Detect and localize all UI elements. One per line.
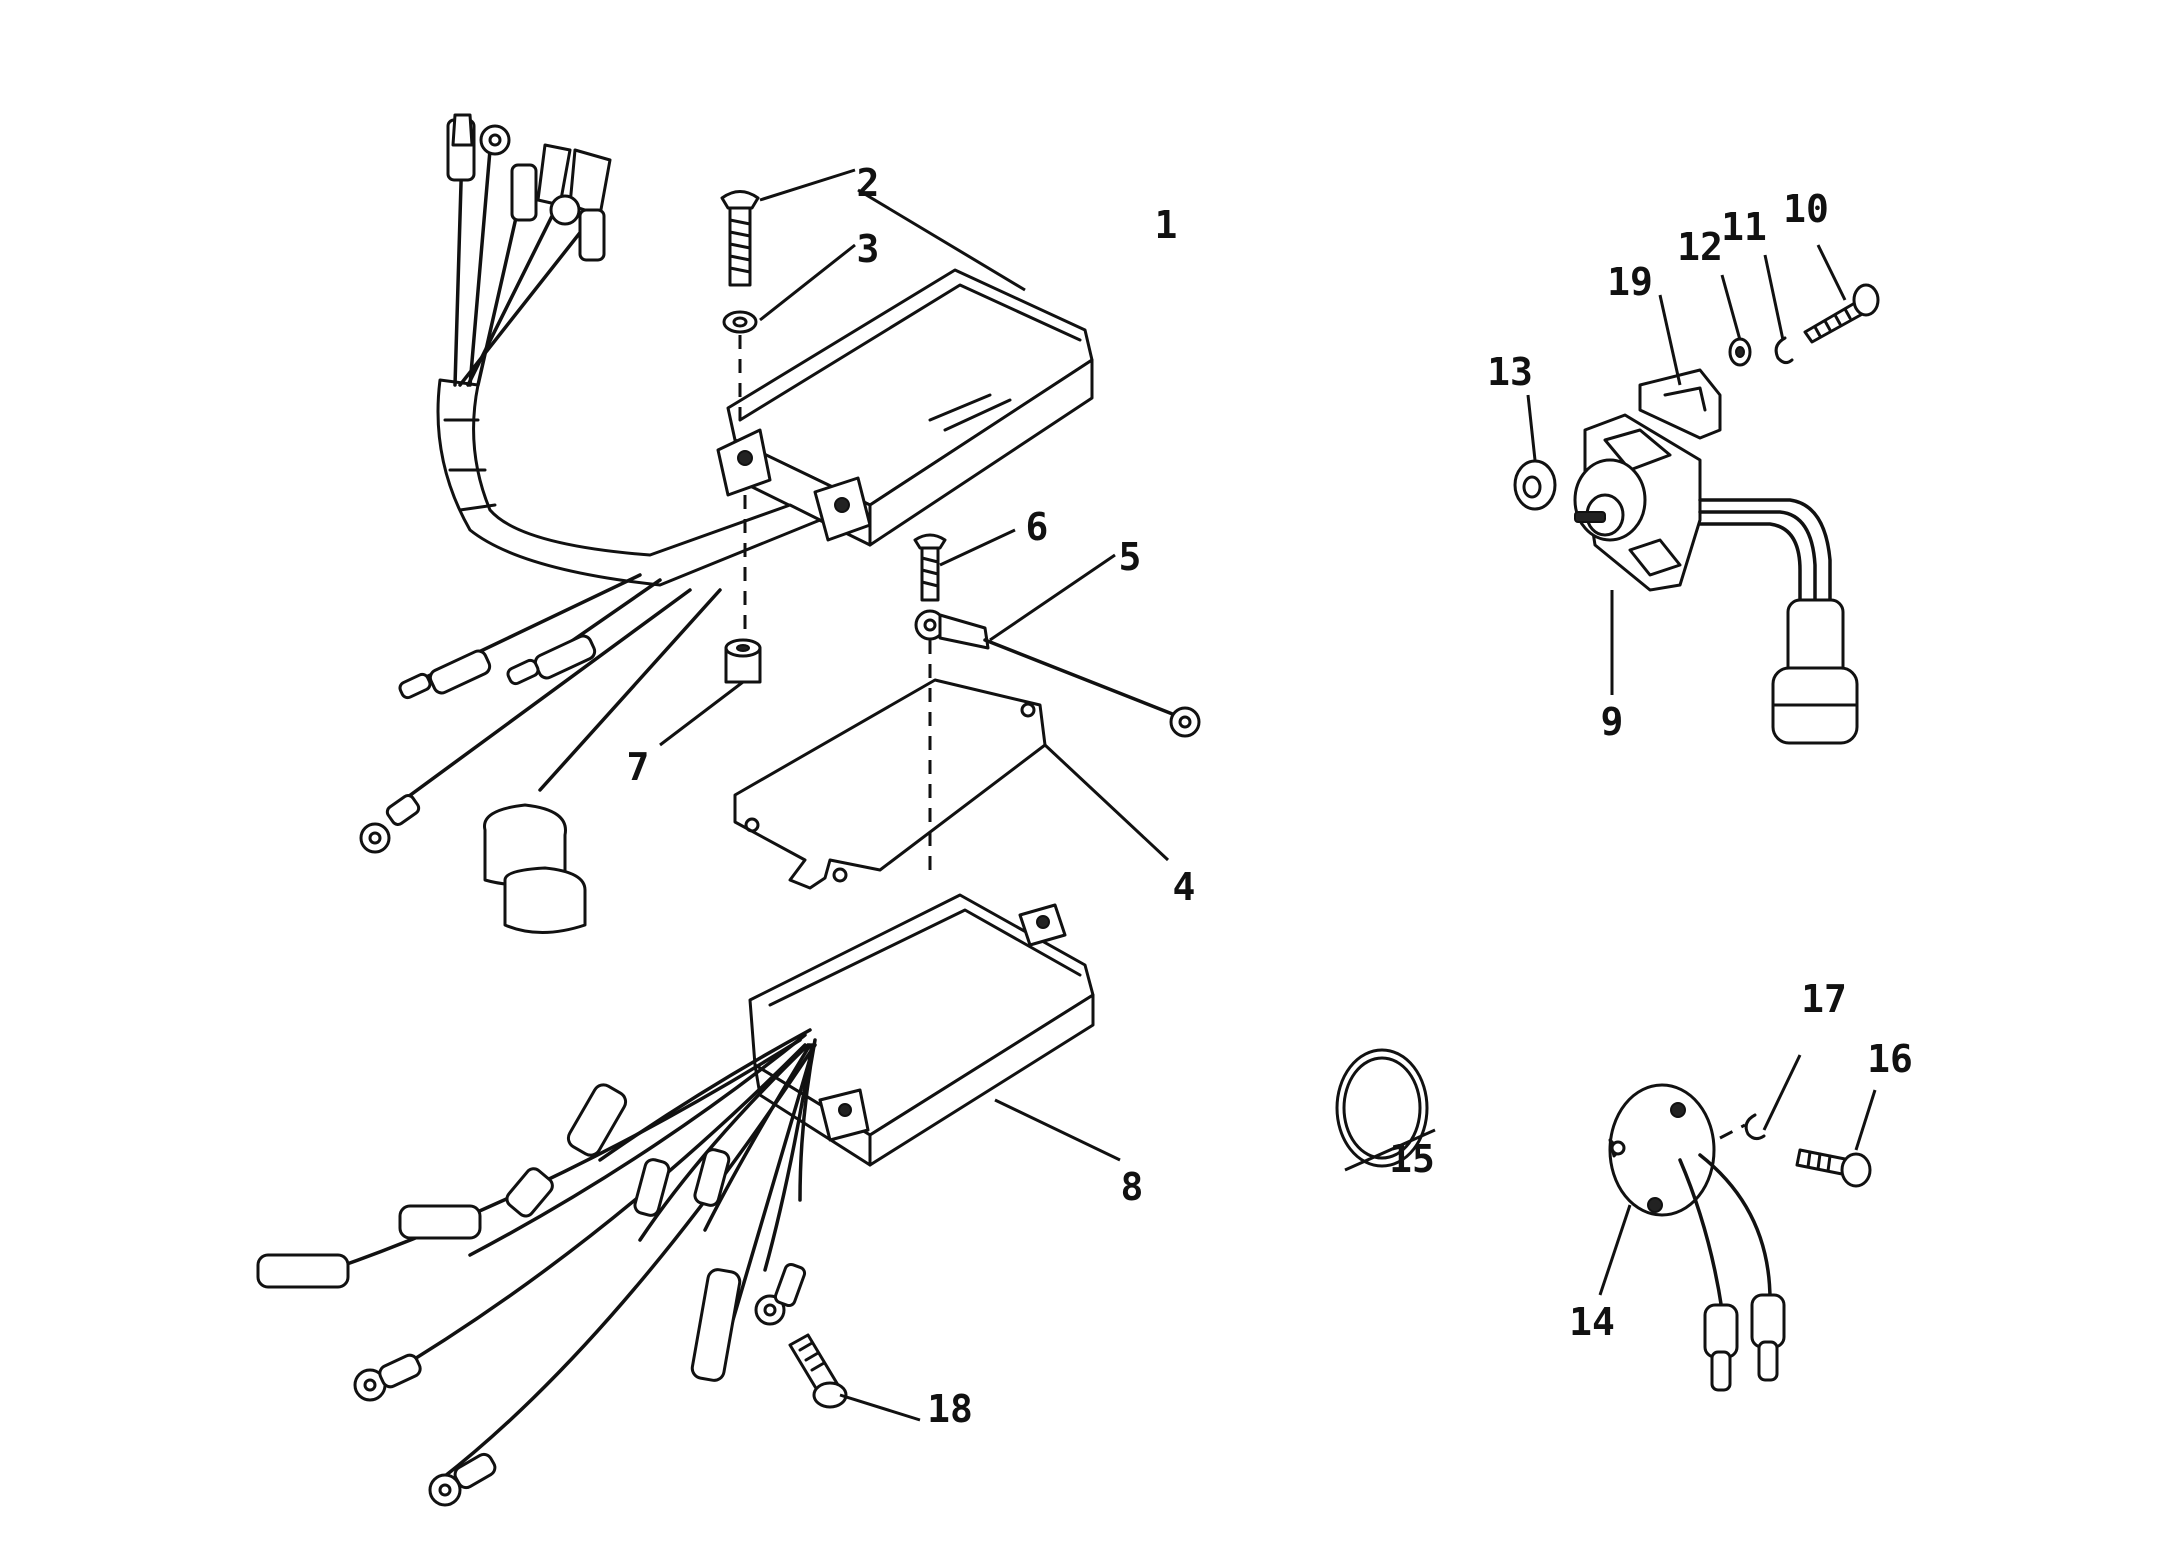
sensor-plate [1608,1083,1786,1392]
callout-9: 9 [1601,700,1624,744]
clamp-bracket [1638,368,1722,440]
assembly-axis-sensor [1719,1123,1746,1140]
leader-lines [659,168,1877,1422]
callout-10: 10 [1783,187,1829,231]
callout-14: 14 [1569,1300,1615,1344]
screw-upper [720,190,760,287]
callout-6: 6 [1026,505,1049,549]
callout-7: 7 [627,745,650,789]
screw-10 [1803,283,1880,344]
washer-12 [1728,337,1752,367]
assembly-axis-left [738,335,747,640]
callout-19: 19 [1607,260,1653,304]
nut-spacer [724,638,762,684]
clip-11 [1774,336,1794,365]
mounting-bracket [733,678,1047,890]
clip-17 [1744,1113,1766,1141]
callout-15: 15 [1389,1137,1435,1181]
trigger-assembly [1573,413,1859,745]
callout-16: 16 [1867,1037,1913,1081]
callout-3: 3 [857,227,880,271]
callout-12: 12 [1677,225,1723,269]
screw-lower [788,1333,848,1409]
callout-11: 11 [1721,205,1767,249]
callout-13: 13 [1487,350,1533,394]
callout-labels: 1 2 3 4 5 6 7 8 9 10 11 12 13 14 15 16 1… [627,161,1913,1431]
washer-upper [722,310,758,334]
screw-ground [913,533,947,602]
callout-5: 5 [1119,535,1142,579]
o-ring [1335,1048,1429,1168]
callout-1: 1 [1155,203,1178,247]
ground-lead [914,609,1201,738]
bushing-13 [1513,459,1557,511]
callout-18: 18 [927,1387,973,1431]
callout-2: 2 [857,161,880,205]
callout-17: 17 [1801,977,1847,1021]
callout-8: 8 [1121,1165,1144,1209]
module-upper [359,113,1094,934]
screw-16 [1795,1148,1872,1188]
callout-4: 4 [1173,865,1196,909]
module-lower [256,893,1095,1507]
